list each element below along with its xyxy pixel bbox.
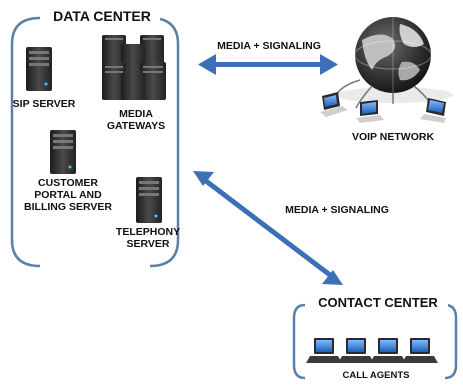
customer-portal-label: CUSTOMER PORTAL AND BILLING SERVER <box>24 177 112 214</box>
sip-server-label: SIP SERVER <box>12 98 76 110</box>
data-center-title: DATA CENTER <box>44 8 160 25</box>
diagonal-double-arrow <box>193 171 343 285</box>
voip-globe-icon <box>320 17 453 123</box>
sip-server-icon <box>26 47 52 91</box>
telephony-server-icon <box>136 177 162 223</box>
call-agents-label: CALL AGENTS <box>342 370 410 381</box>
customer-portal-server-icon <box>50 130 76 174</box>
top-link-label: MEDIA + SIGNALING <box>217 40 321 52</box>
contact-center-title: CONTACT CENTER <box>308 295 448 311</box>
voip-network-label: VOIP NETWORK <box>351 131 435 143</box>
media-gateways-icon <box>102 35 166 100</box>
media-gateways-label: MEDIA GATEWAYS <box>106 108 166 133</box>
top-double-arrow <box>198 54 338 75</box>
data-center-bracket <box>10 16 180 268</box>
contact-center-bracket <box>292 303 458 380</box>
call-agents-icon <box>306 338 438 363</box>
diagonal-link-label: MEDIA + SIGNALING <box>285 204 389 216</box>
telephony-server-label: TELEPHONY SERVER <box>115 226 181 251</box>
